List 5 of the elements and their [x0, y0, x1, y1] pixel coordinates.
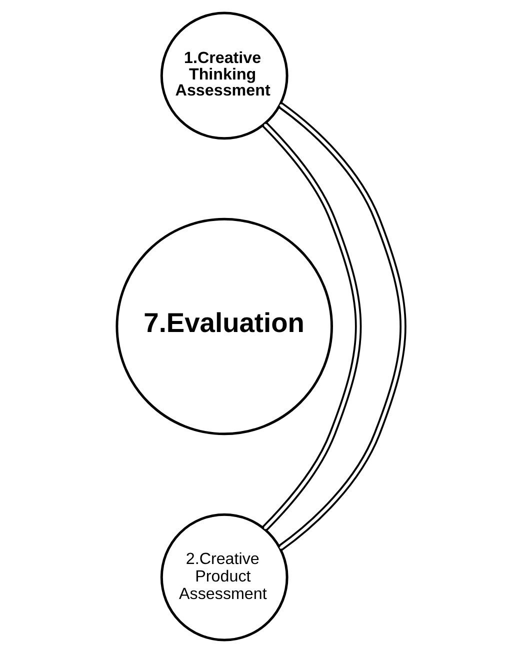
connector: [262, 122, 362, 532]
node-circle: 2.Creative Product Assessment: [160, 513, 288, 642]
node-circle: 1.Creative Thinking Assessment: [160, 12, 288, 140]
node-circle: 7.Evaluation: [115, 218, 332, 436]
connector: [277, 102, 406, 551]
